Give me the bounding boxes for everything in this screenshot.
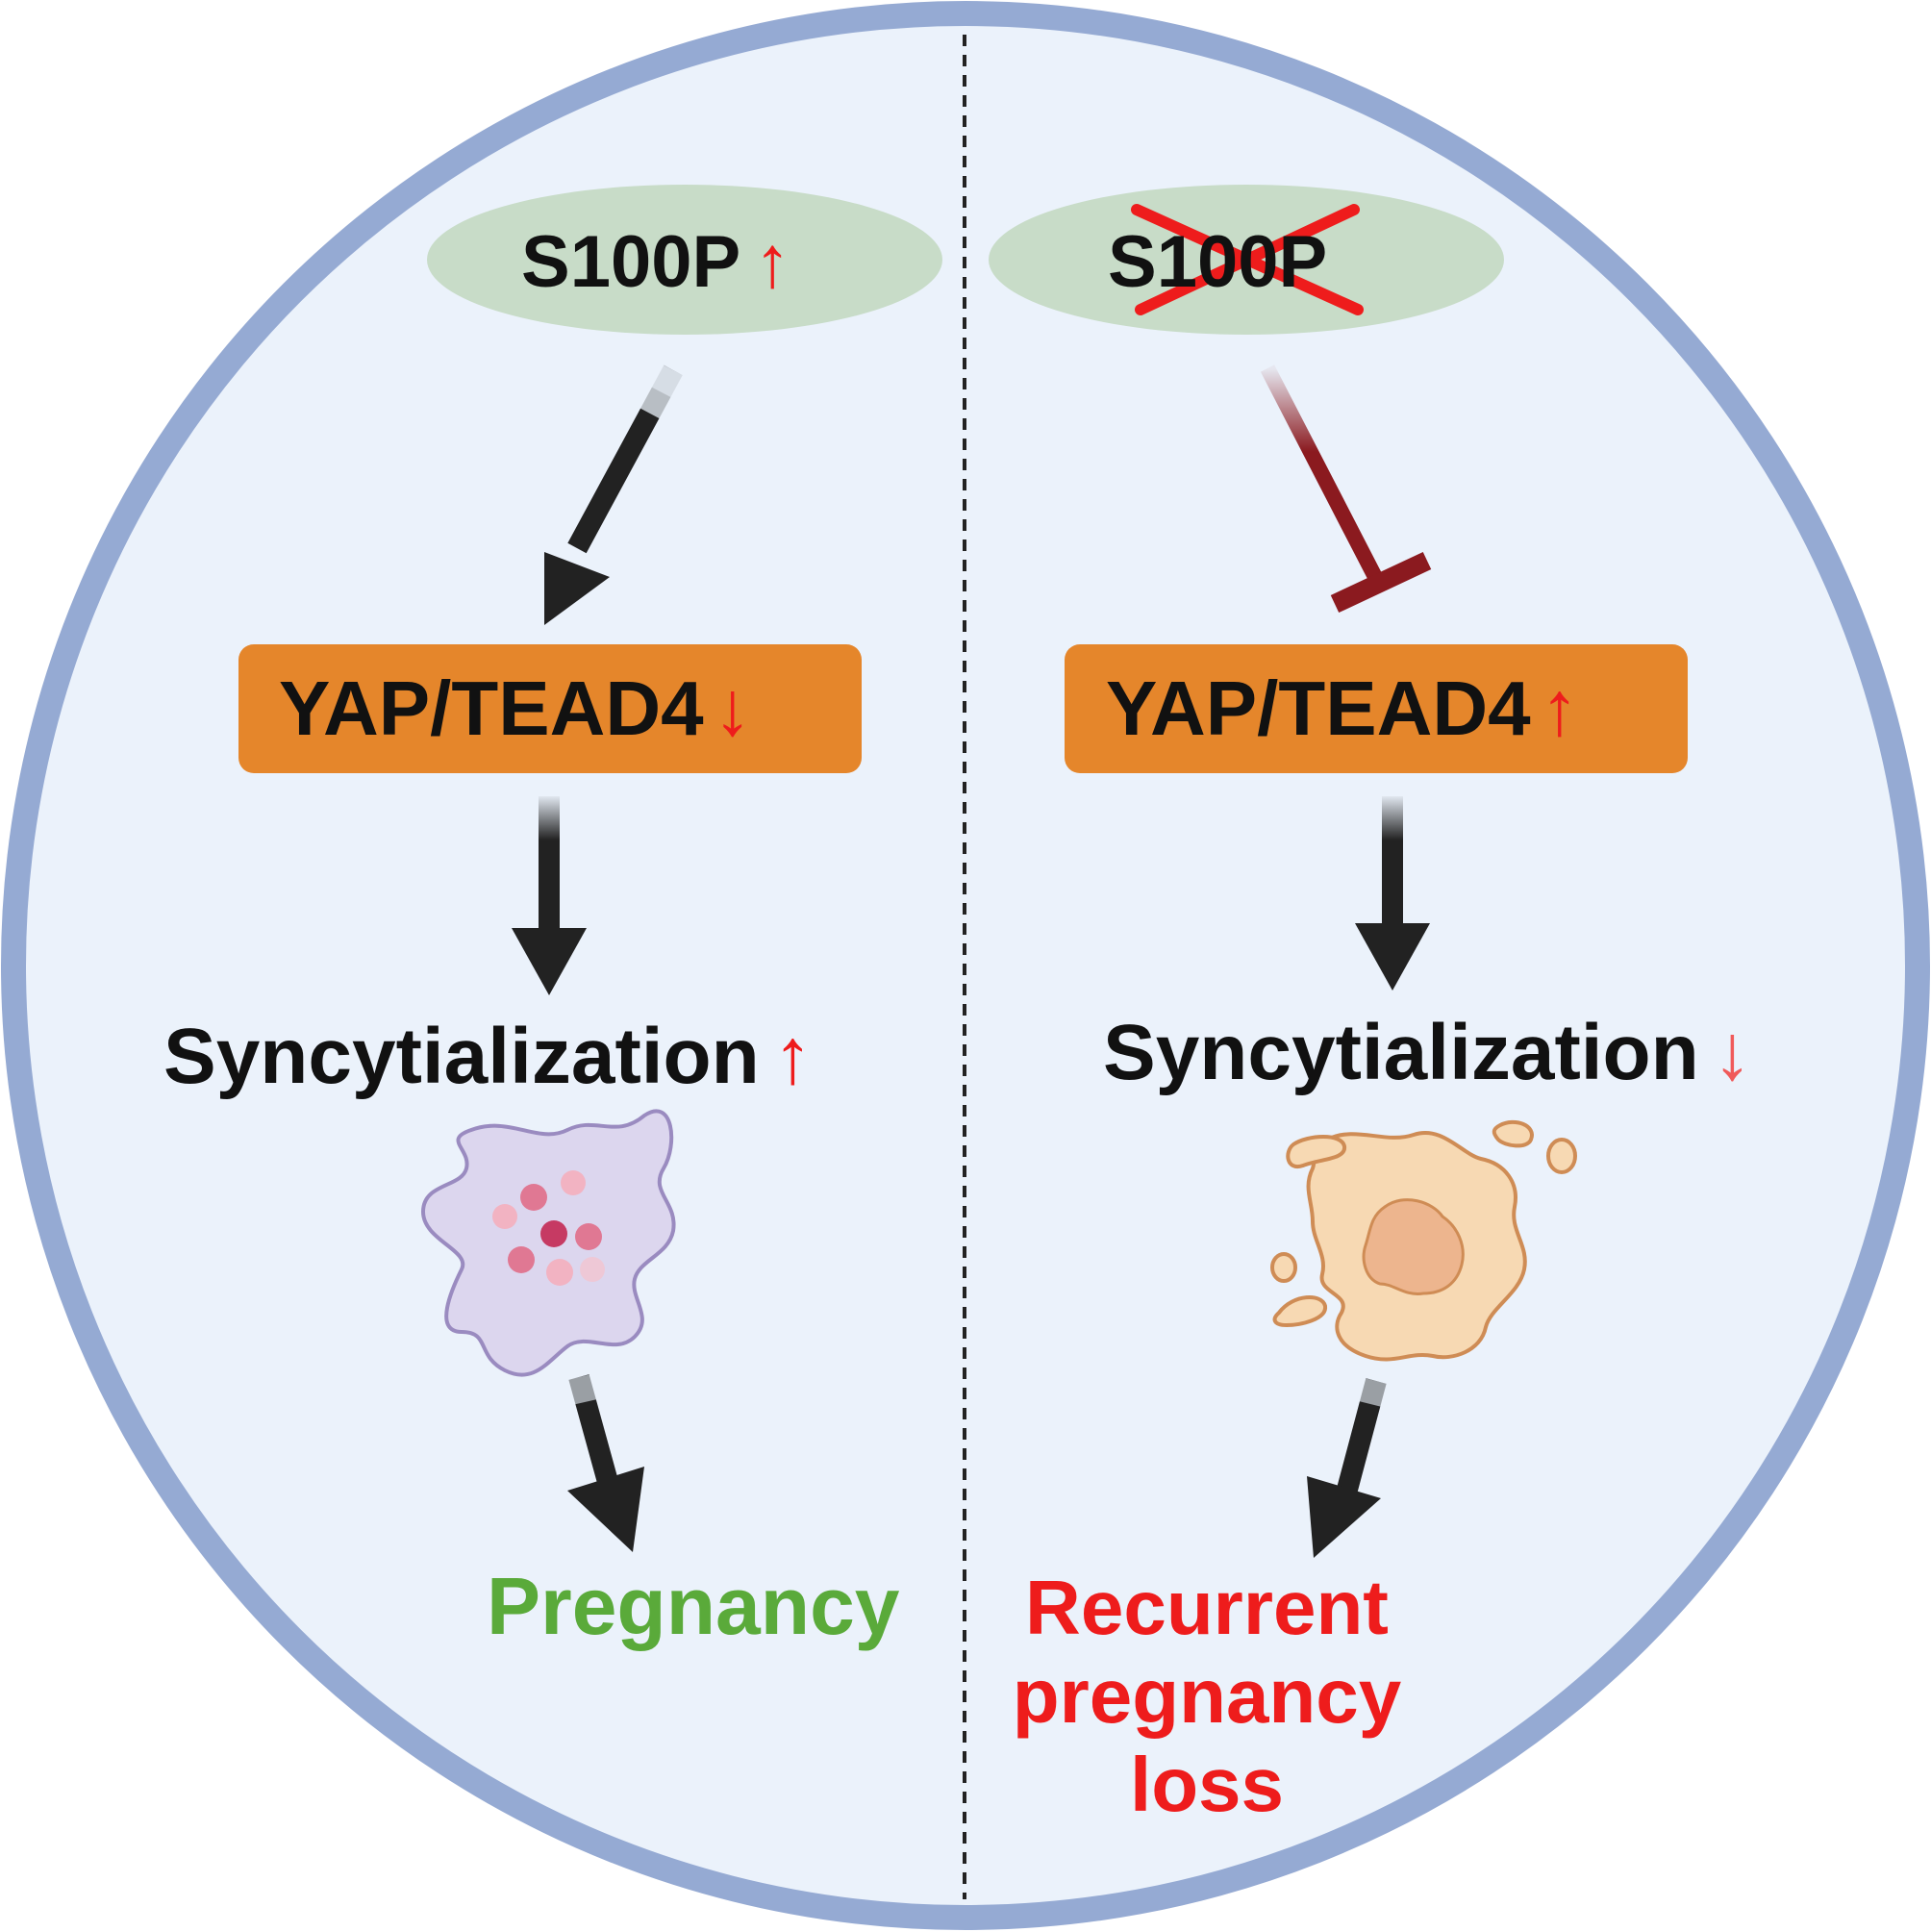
left-gene-up-arrow-icon: ↑ — [754, 221, 791, 303]
right-pathway-label: YAP/TEAD4↑ — [1106, 670, 1579, 747]
left-arrow-process-to-outcome — [566, 1374, 644, 1552]
right-pathway-up-arrow-icon: ↑ — [1540, 665, 1579, 751]
right-process-down-arrow-icon: ↓ — [1712, 1009, 1752, 1096]
left-outcome-text: Pregnancy — [487, 1561, 900, 1651]
left-arrow-pathway-to-process — [512, 796, 587, 995]
red-x-icon — [1131, 204, 1364, 315]
left-gene-label: S100P↑ — [521, 226, 790, 299]
right-process-label: Syncytialization↓ — [1103, 1014, 1752, 1092]
left-pathway-text: YAP/TEAD4 — [279, 665, 704, 751]
right-outcome-line-3: loss — [1129, 1742, 1285, 1827]
syncytiotrophoblast-cell-icon — [420, 1109, 676, 1377]
right-pathway-text: YAP/TEAD4 — [1106, 665, 1531, 751]
right-arrow-process-to-outcome — [1307, 1377, 1389, 1558]
right-outcome-line-1: Recurrent — [1025, 1565, 1389, 1650]
right-gene-text: S100P — [1108, 221, 1328, 303]
left-pathway-label: YAP/TEAD4↓ — [279, 670, 752, 747]
right-outcome-line-2: pregnancy — [1012, 1653, 1402, 1739]
left-arrow-gene-to-pathway — [544, 364, 685, 625]
left-outcome-label: Pregnancy — [487, 1566, 900, 1646]
left-process-label: Syncytialization↑ — [163, 1017, 813, 1096]
left-gene-ellipse — [427, 185, 942, 335]
right-inhibition-line — [1260, 364, 1432, 614]
right-outcome-label: Recurrent pregnancy loss — [1013, 1564, 1402, 1829]
left-process-text: Syncytialization — [163, 1013, 760, 1100]
left-process-up-arrow-icon: ↑ — [772, 1013, 813, 1100]
right-gene-label: S100P — [1108, 226, 1327, 299]
left-pathway-box — [238, 644, 862, 773]
disrupted-cell-icon — [1270, 1119, 1577, 1362]
right-arrow-pathway-to-process — [1355, 796, 1430, 991]
right-process-text: Syncytialization — [1103, 1009, 1699, 1096]
left-pathway-down-arrow-icon: ↓ — [713, 665, 752, 751]
left-gene-text: S100P — [521, 221, 741, 303]
right-pathway-box — [1065, 644, 1688, 773]
